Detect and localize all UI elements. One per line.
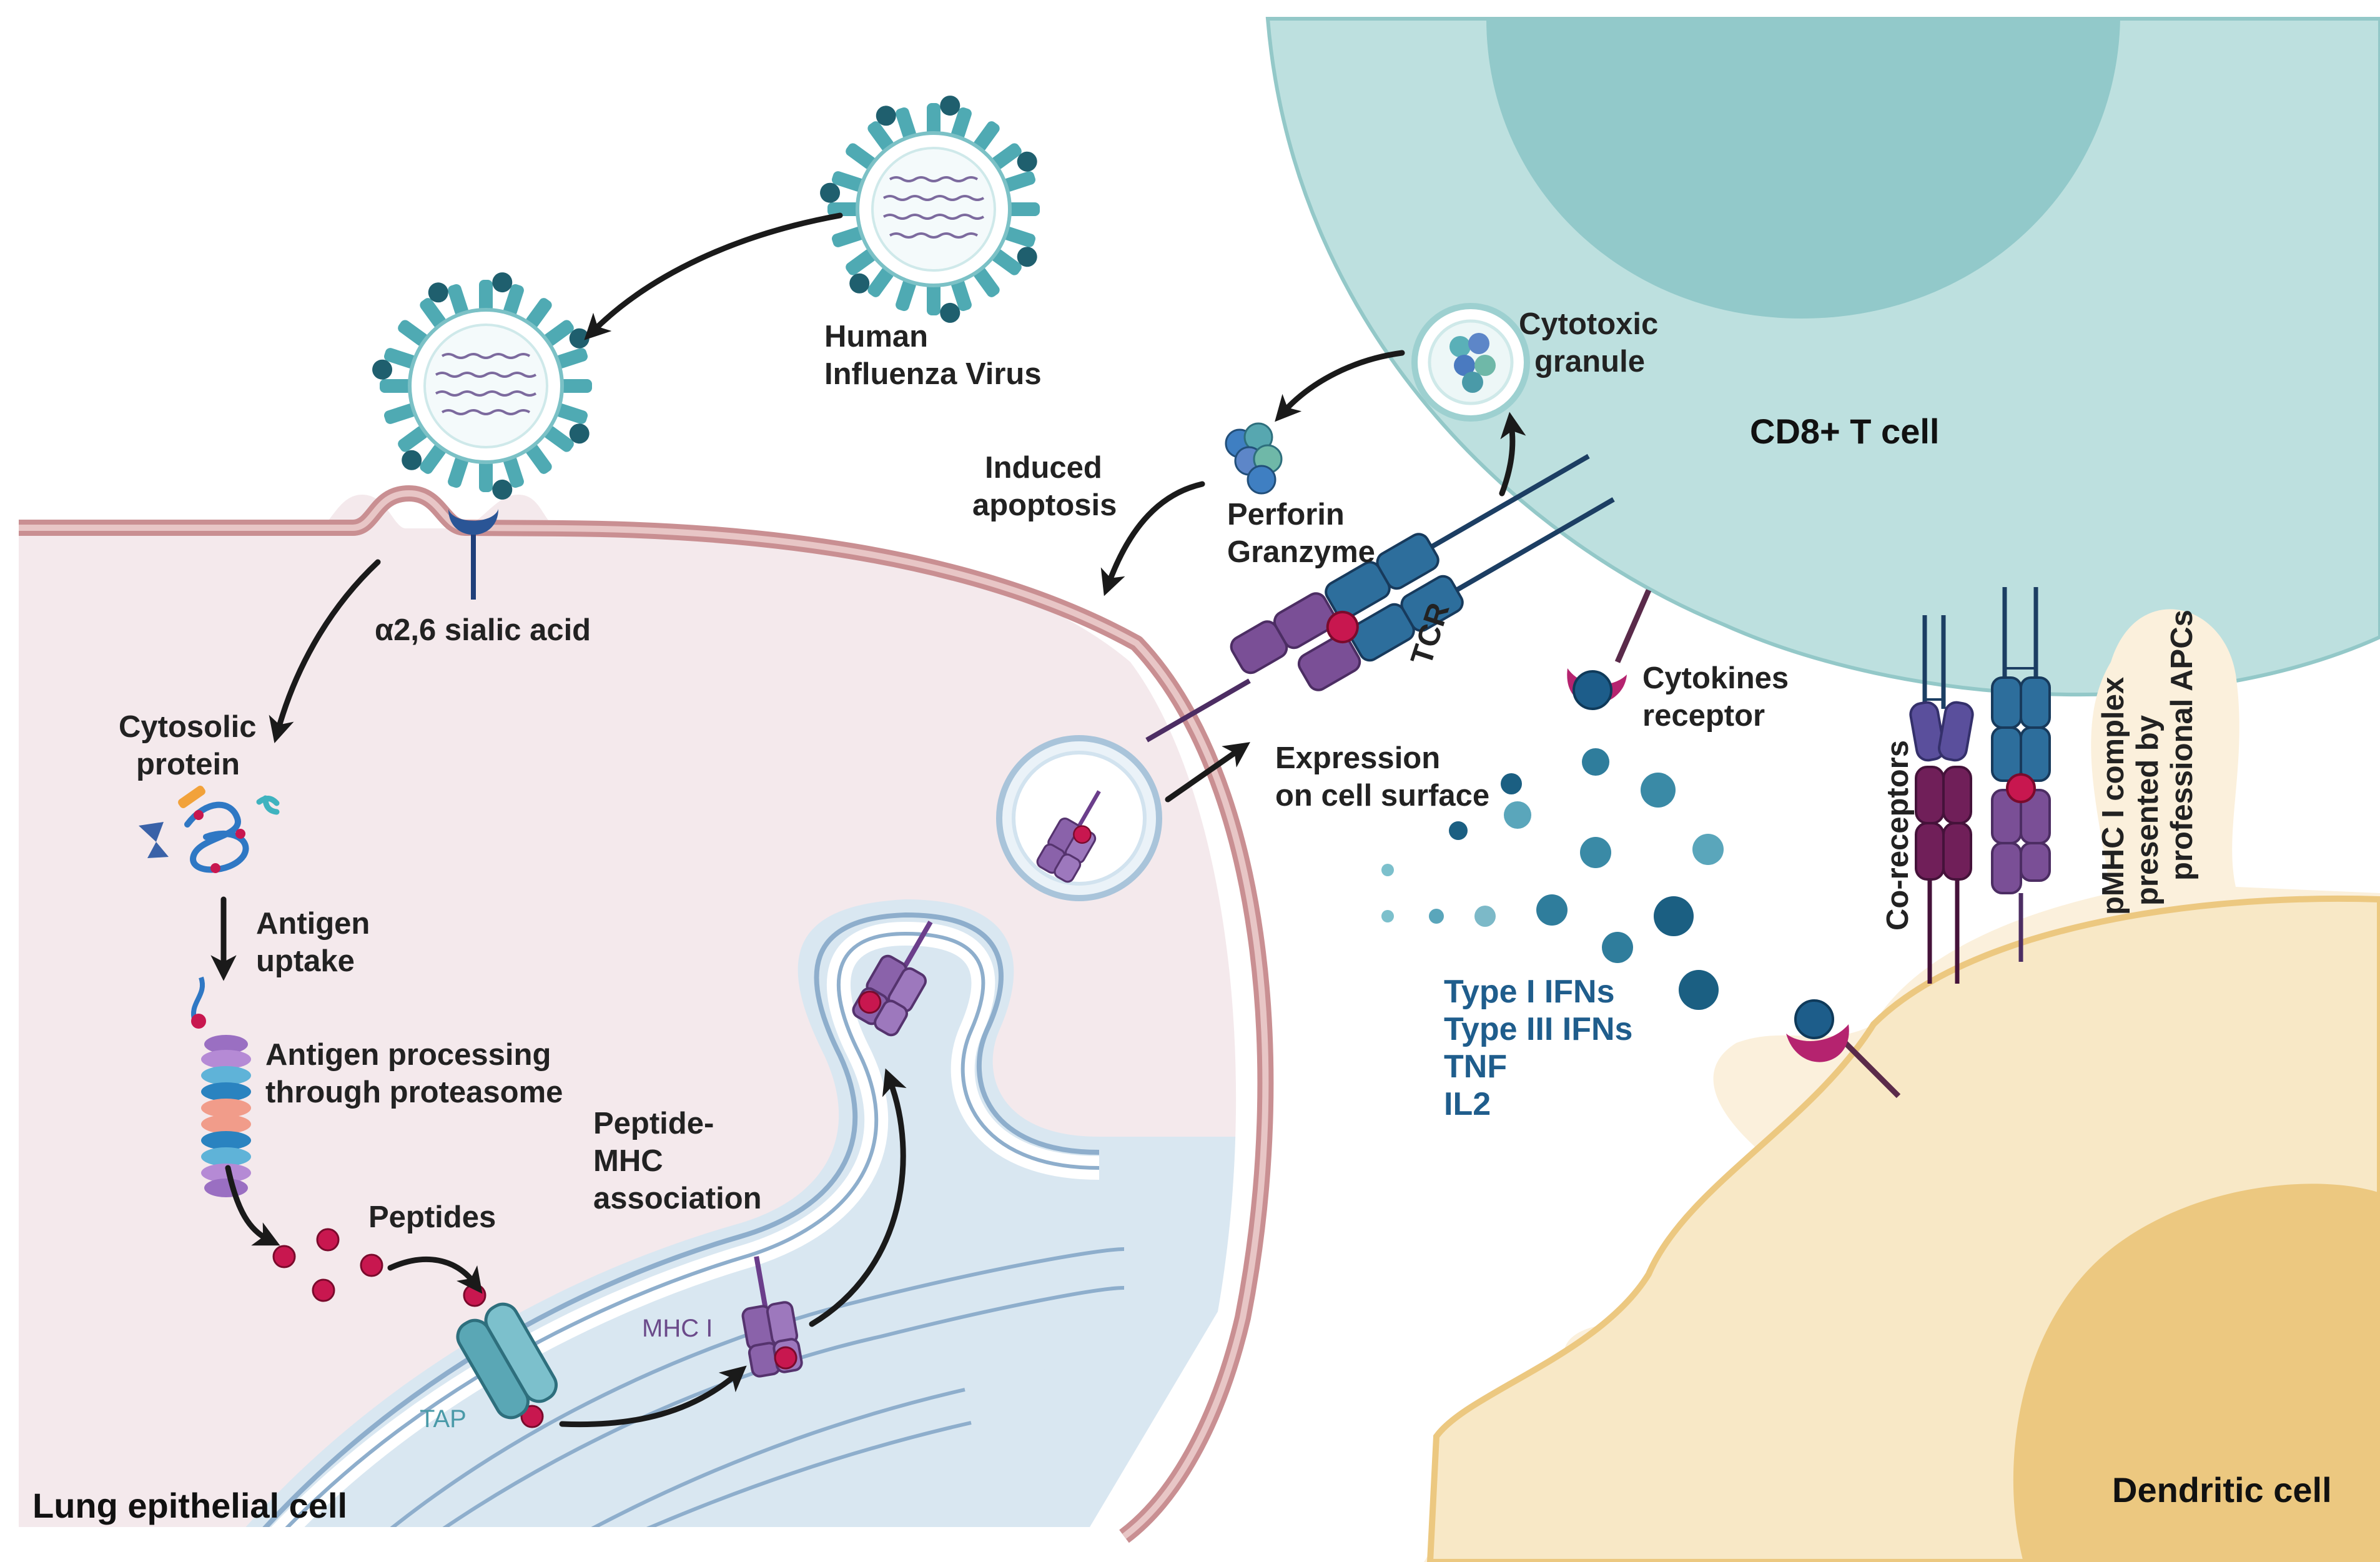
label-tap: TAP [420,1405,467,1433]
flow-arrows [210,212,1526,1428]
label-cytokines-receptor-1: Cytokines [1642,661,1789,695]
label-dendritic-cell: Dendritic cell [2112,1470,2332,1510]
lung-epithelial-cell [19,485,1274,1543]
arrow-peptides-tap [387,1256,483,1294]
sialic-acid-receptor-icon [448,509,498,600]
label-induced-apoptosis-2: apoptosis [972,488,1117,522]
label-perforin-granzyme-1: Perforin [1227,498,1345,531]
label-pmhc-complex-3: professional APCs [2165,610,2199,881]
influenza-virus-icon [819,94,1040,324]
label-cytokine-1: Type I IFNs [1444,974,1615,1010]
label-induced-apoptosis-1: Induced [985,451,1102,485]
arrow-vesicle-surface [1165,742,1250,803]
label-antigen-processing-2: through proteasome [265,1075,563,1109]
label-antigen-uptake-1: Antigen [256,907,370,941]
cytokine-receptor-dc-icon [1786,999,1901,1099]
label-peptide-mhc-3: association [593,1182,762,1215]
label-lung-epithelial-cell: Lung epithelial cell [32,1486,347,1525]
dendritic-cell [1424,609,2380,1562]
vesicle-icon [996,735,1162,901]
arrow-tcr-granule [1499,412,1526,497]
labels: Human Influenza Virus α2,6 sialic acid C… [32,307,2332,1525]
label-antigen-processing-1: Antigen processing [265,1038,551,1072]
label-peptides: Peptides [368,1200,496,1234]
cytotoxic-granule-icon [1411,303,1530,422]
influenza-virus-bound-icon [371,271,593,501]
label-cytotoxic-granule-1: Cytotoxic [1519,307,1658,341]
label-cytokine-4: IL2 [1444,1086,1491,1122]
label-cytotoxic-granule-2: granule [1534,345,1645,378]
co-receptor-icon [1909,615,1974,984]
arrow-mhc-vesicle [809,1068,907,1327]
label-antigen-uptake-2: uptake [256,944,355,978]
label-human-influenza-virus-1: Human [824,320,928,353]
label-peptide-mhc-2: MHC [593,1144,663,1178]
label-pmhc-complex-2: presented by [2131,715,2165,906]
label-cytosolic-protein-2: protein [136,748,240,781]
label-expression-surface-2: on cell surface [1275,779,1489,813]
label-cytosolic-protein-1: Cytosolic [119,710,257,744]
pmhc-tcr-dc-icon [1991,587,2051,962]
perforin-granzyme-icon [1225,422,1283,495]
arrow-proteasome-peptides [225,1165,280,1246]
label-pmhc-complex-1: pMHC I complex [2096,677,2130,915]
label-mhc-i: MHC I [642,1315,713,1342]
label-sialic-acid: α2,6 sialic acid [375,613,591,647]
label-expression-surface-1: Expression [1275,741,1440,775]
label-human-influenza-virus-2: Influenza Virus [824,357,1042,391]
label-cd8-t-cell: CD8+ T cell [1750,412,1939,451]
cytokine-particle-icon [1381,748,1724,1010]
label-perforin-granzyme-2: Granzyme [1227,535,1375,569]
cytokine-receptor-icon [1567,589,1652,710]
label-co-receptors: Co-receptors [1881,740,1915,931]
arrow-tap-mhc [559,1365,747,1428]
label-cytokine-3: TNF [1444,1049,1507,1085]
proteasome-icon [191,976,251,1197]
tap-transporter-icon [456,1302,558,1420]
label-peptide-mhc-1: Peptide- [593,1107,714,1140]
label-cytokines-receptor-2: receptor [1642,699,1765,733]
arrow-virus-binding [584,212,843,340]
tcr-icon [1145,453,1615,743]
arrow-apoptosis [1100,481,1205,596]
label-cytokine-2: Type III IFNs [1444,1011,1632,1047]
arrow-granule-perforin [1275,350,1405,422]
cytosolic-protein-icon [139,786,280,873]
cd8-t-cell [1265,17,2380,697]
arrow-entry [269,559,381,743]
